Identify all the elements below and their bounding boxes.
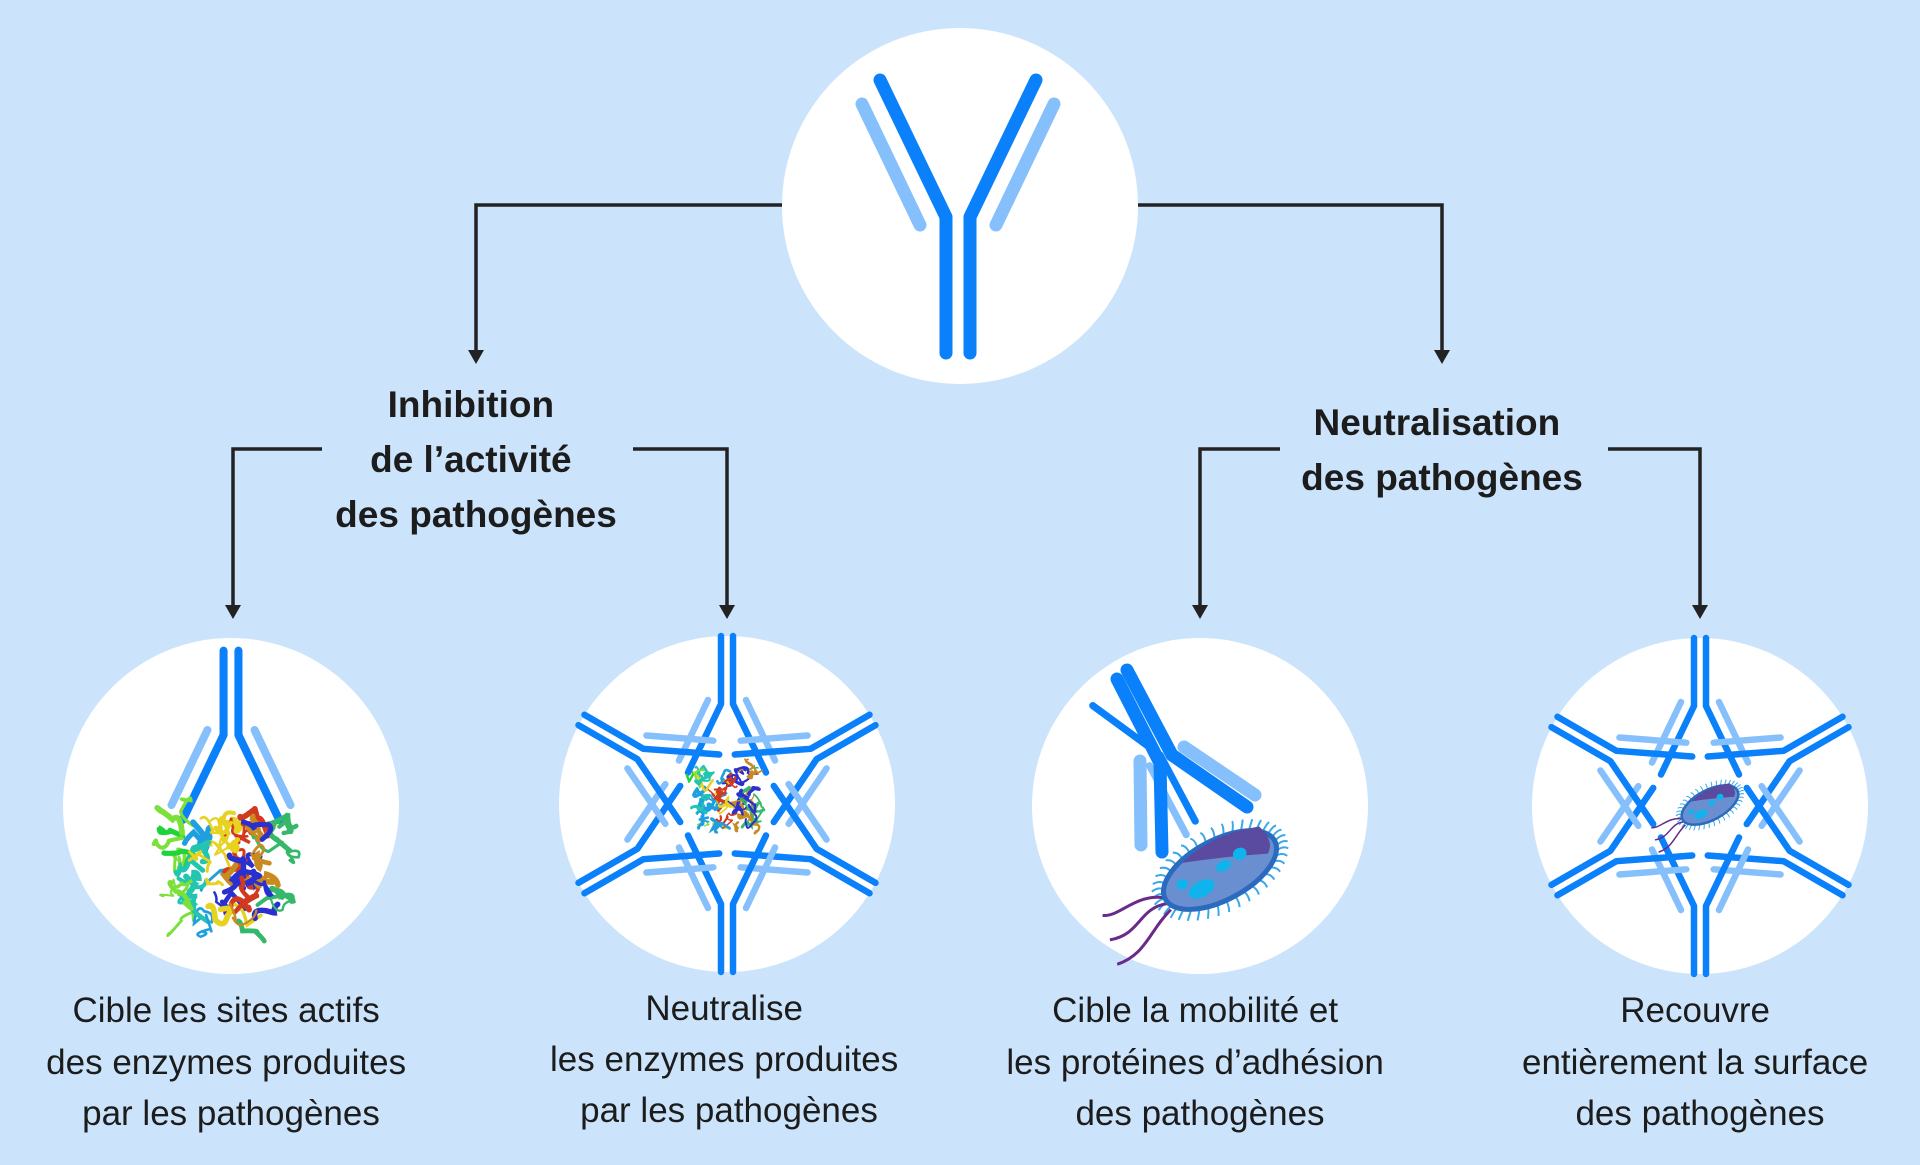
caption-4: Recouvre entièrement la surface des path…: [1522, 991, 1878, 1133]
protein-strand: [176, 876, 209, 890]
protein-strand: [226, 852, 247, 891]
protein-strand: [744, 758, 764, 775]
protein-strand: [268, 885, 295, 904]
circle-enzyme-neutralise: [558, 636, 897, 972]
protein-strand: [706, 802, 725, 812]
protein-strand: [723, 776, 737, 787]
enzyme-protein-icon: [151, 796, 301, 944]
protein-strand: [713, 783, 729, 795]
protein-strand: [694, 765, 704, 784]
protein-strand: [205, 902, 234, 927]
protein-strand: [192, 907, 214, 927]
protein-strand: [156, 825, 186, 839]
circle-surface-coating: [1531, 638, 1870, 974]
protein-strand: [190, 839, 212, 865]
protein-strand: [745, 797, 757, 814]
flagella: [1102, 895, 1172, 966]
protein-strand: [232, 875, 253, 915]
antibody-icon: [1110, 663, 1262, 859]
caption-1: Cible les sites actifs des enzymes produ…: [46, 991, 416, 1133]
cell-organelle: [1694, 809, 1708, 820]
bacterium-icon: [1102, 818, 1289, 966]
protein-strand: [727, 800, 747, 811]
protein-strand: [692, 771, 714, 792]
protein-strand: [167, 880, 194, 911]
protein-strand: [226, 837, 241, 854]
bacterium-icon: [1651, 779, 1745, 853]
protein-strand: [196, 913, 213, 939]
protein-strand: [744, 813, 758, 829]
caption-2: Neutralise les enzymes produites par les…: [550, 989, 908, 1130]
protein-strand: [176, 879, 193, 897]
cell-organelle: [1216, 860, 1231, 872]
protein-strand: [161, 848, 199, 870]
cell-organelle: [1176, 879, 1189, 890]
protein-strand: [716, 768, 732, 785]
protein-strand: [689, 804, 704, 815]
enzyme-protein-icon: [685, 758, 766, 835]
cell-organelle: [1232, 847, 1247, 861]
top-antibody-circle: [782, 28, 1138, 384]
cell-organelle: [1188, 879, 1215, 899]
circle-mobility-adhesion: [1032, 638, 1368, 974]
protein-strand: [694, 771, 712, 787]
cell-organelle: [1708, 800, 1716, 806]
protein-strand: [209, 840, 231, 868]
protein-strand: [731, 821, 740, 833]
protein-strand: [737, 810, 749, 820]
protein-strand: [734, 766, 750, 775]
protein-strand: [179, 796, 195, 828]
protein-strand: [268, 894, 296, 912]
circle-enzyme-active-site: [63, 638, 399, 974]
protein-strand: [205, 877, 224, 887]
flagella: [1651, 817, 1686, 853]
protein-strand: [685, 771, 697, 783]
connector-lines: [225, 203, 1708, 619]
cell-shade: [1182, 826, 1270, 863]
protein-strand: [249, 877, 274, 897]
protein-strand: [173, 854, 206, 877]
protein-strand: [187, 850, 213, 873]
protein-strand: [240, 819, 274, 842]
protein-strand: [151, 836, 184, 850]
protein-strand: [737, 796, 752, 809]
protein-strand: [154, 805, 185, 836]
protein-strand: [250, 843, 266, 863]
protein-strand: [746, 770, 757, 780]
protein-strand: [181, 824, 213, 846]
caption-3: Cible la mobilité et les protéines d’adh…: [1006, 991, 1393, 1133]
protein-strand: [734, 799, 744, 809]
protein-strand: [696, 810, 710, 823]
protein-strand: [237, 805, 271, 839]
cell-shade: [1691, 783, 1735, 802]
protein-strand: [285, 847, 301, 865]
protein-strand: [229, 902, 258, 927]
heading-inhibition: Inhibition de l’activité des pathogènes: [335, 384, 617, 535]
protein-strand: [747, 785, 761, 797]
cell-organelle: [1688, 809, 1695, 815]
protein-strand: [721, 812, 738, 830]
protein-strand: [218, 810, 236, 836]
protein-strand: [199, 816, 231, 836]
protein-strand: [751, 793, 763, 813]
protein-strand: [713, 821, 731, 834]
protein-strand: [265, 812, 299, 830]
heading-neutralisation: Neutralisation des pathogènes: [1301, 402, 1583, 498]
protein-strand: [731, 805, 744, 816]
protein-strand: [712, 793, 727, 812]
protein-strand: [159, 878, 185, 898]
cell-organelle: [1716, 793, 1724, 801]
protein-strand: [708, 817, 724, 834]
protein-strand: [717, 794, 733, 809]
